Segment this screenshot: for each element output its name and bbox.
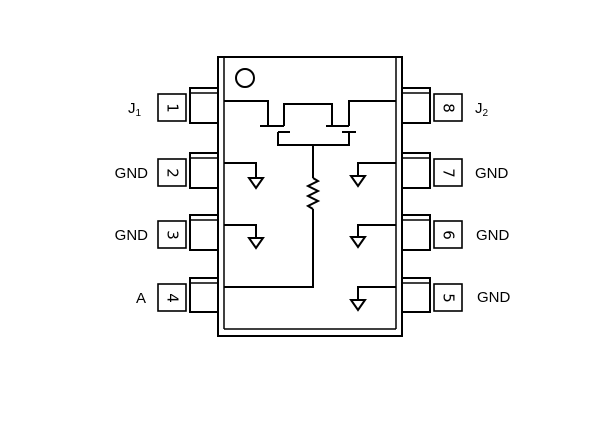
lead-1	[157, 87, 218, 124]
pin-3-box	[157, 220, 187, 249]
lead-7	[402, 152, 463, 189]
lead-6	[402, 214, 463, 251]
ground-icon	[349, 175, 367, 188]
pin-label-8: J2	[475, 100, 489, 119]
pin-number-1: 1	[164, 103, 182, 113]
pin-label-4: A	[136, 290, 146, 307]
pin-number-5: 5	[440, 293, 458, 303]
lead-8	[402, 87, 463, 124]
ground-icon	[349, 236, 367, 249]
pin-2-box	[157, 158, 187, 187]
pin-number-3: 3	[164, 230, 182, 240]
pin-label-3: GND	[115, 227, 149, 244]
lead-3	[157, 214, 218, 251]
right-leads	[402, 87, 463, 313]
pin-labels: J1 GND GND A J2 GND GND GND	[115, 100, 511, 307]
package-body	[217, 56, 403, 337]
pin-number-6: 6	[440, 230, 458, 240]
ground-icon	[349, 299, 367, 312]
pin-number-8: 8	[440, 103, 458, 113]
ground-icon	[247, 177, 265, 190]
pin-label-7: GND	[475, 165, 509, 182]
lead-4	[157, 277, 218, 313]
lead-2	[157, 152, 218, 189]
ground-connections	[224, 162, 396, 312]
lead-5	[402, 277, 463, 313]
ground-icon	[247, 237, 265, 250]
pin-label-5: GND	[477, 289, 511, 306]
resistor-icon	[305, 177, 321, 210]
pin1-indicator-dot	[235, 68, 255, 88]
pin-number-2: 2	[164, 168, 182, 178]
pin-label-6: GND	[476, 227, 510, 244]
pin-4-box	[157, 283, 187, 312]
pin-1-box	[157, 93, 187, 122]
pin-number-7: 7	[440, 168, 458, 178]
pin-5-box	[433, 283, 463, 312]
internal-switch	[224, 100, 396, 288]
pin-numbers: 1 2 3 4 8 7 6 5	[164, 103, 458, 303]
pin-6-box	[433, 220, 463, 249]
pin-7-box	[433, 158, 463, 187]
pin-8-box	[433, 93, 463, 122]
left-leads	[157, 87, 218, 313]
pin-label-1: J1	[128, 100, 142, 119]
pin-number-4: 4	[164, 293, 182, 303]
pin-label-2: GND	[115, 165, 149, 182]
